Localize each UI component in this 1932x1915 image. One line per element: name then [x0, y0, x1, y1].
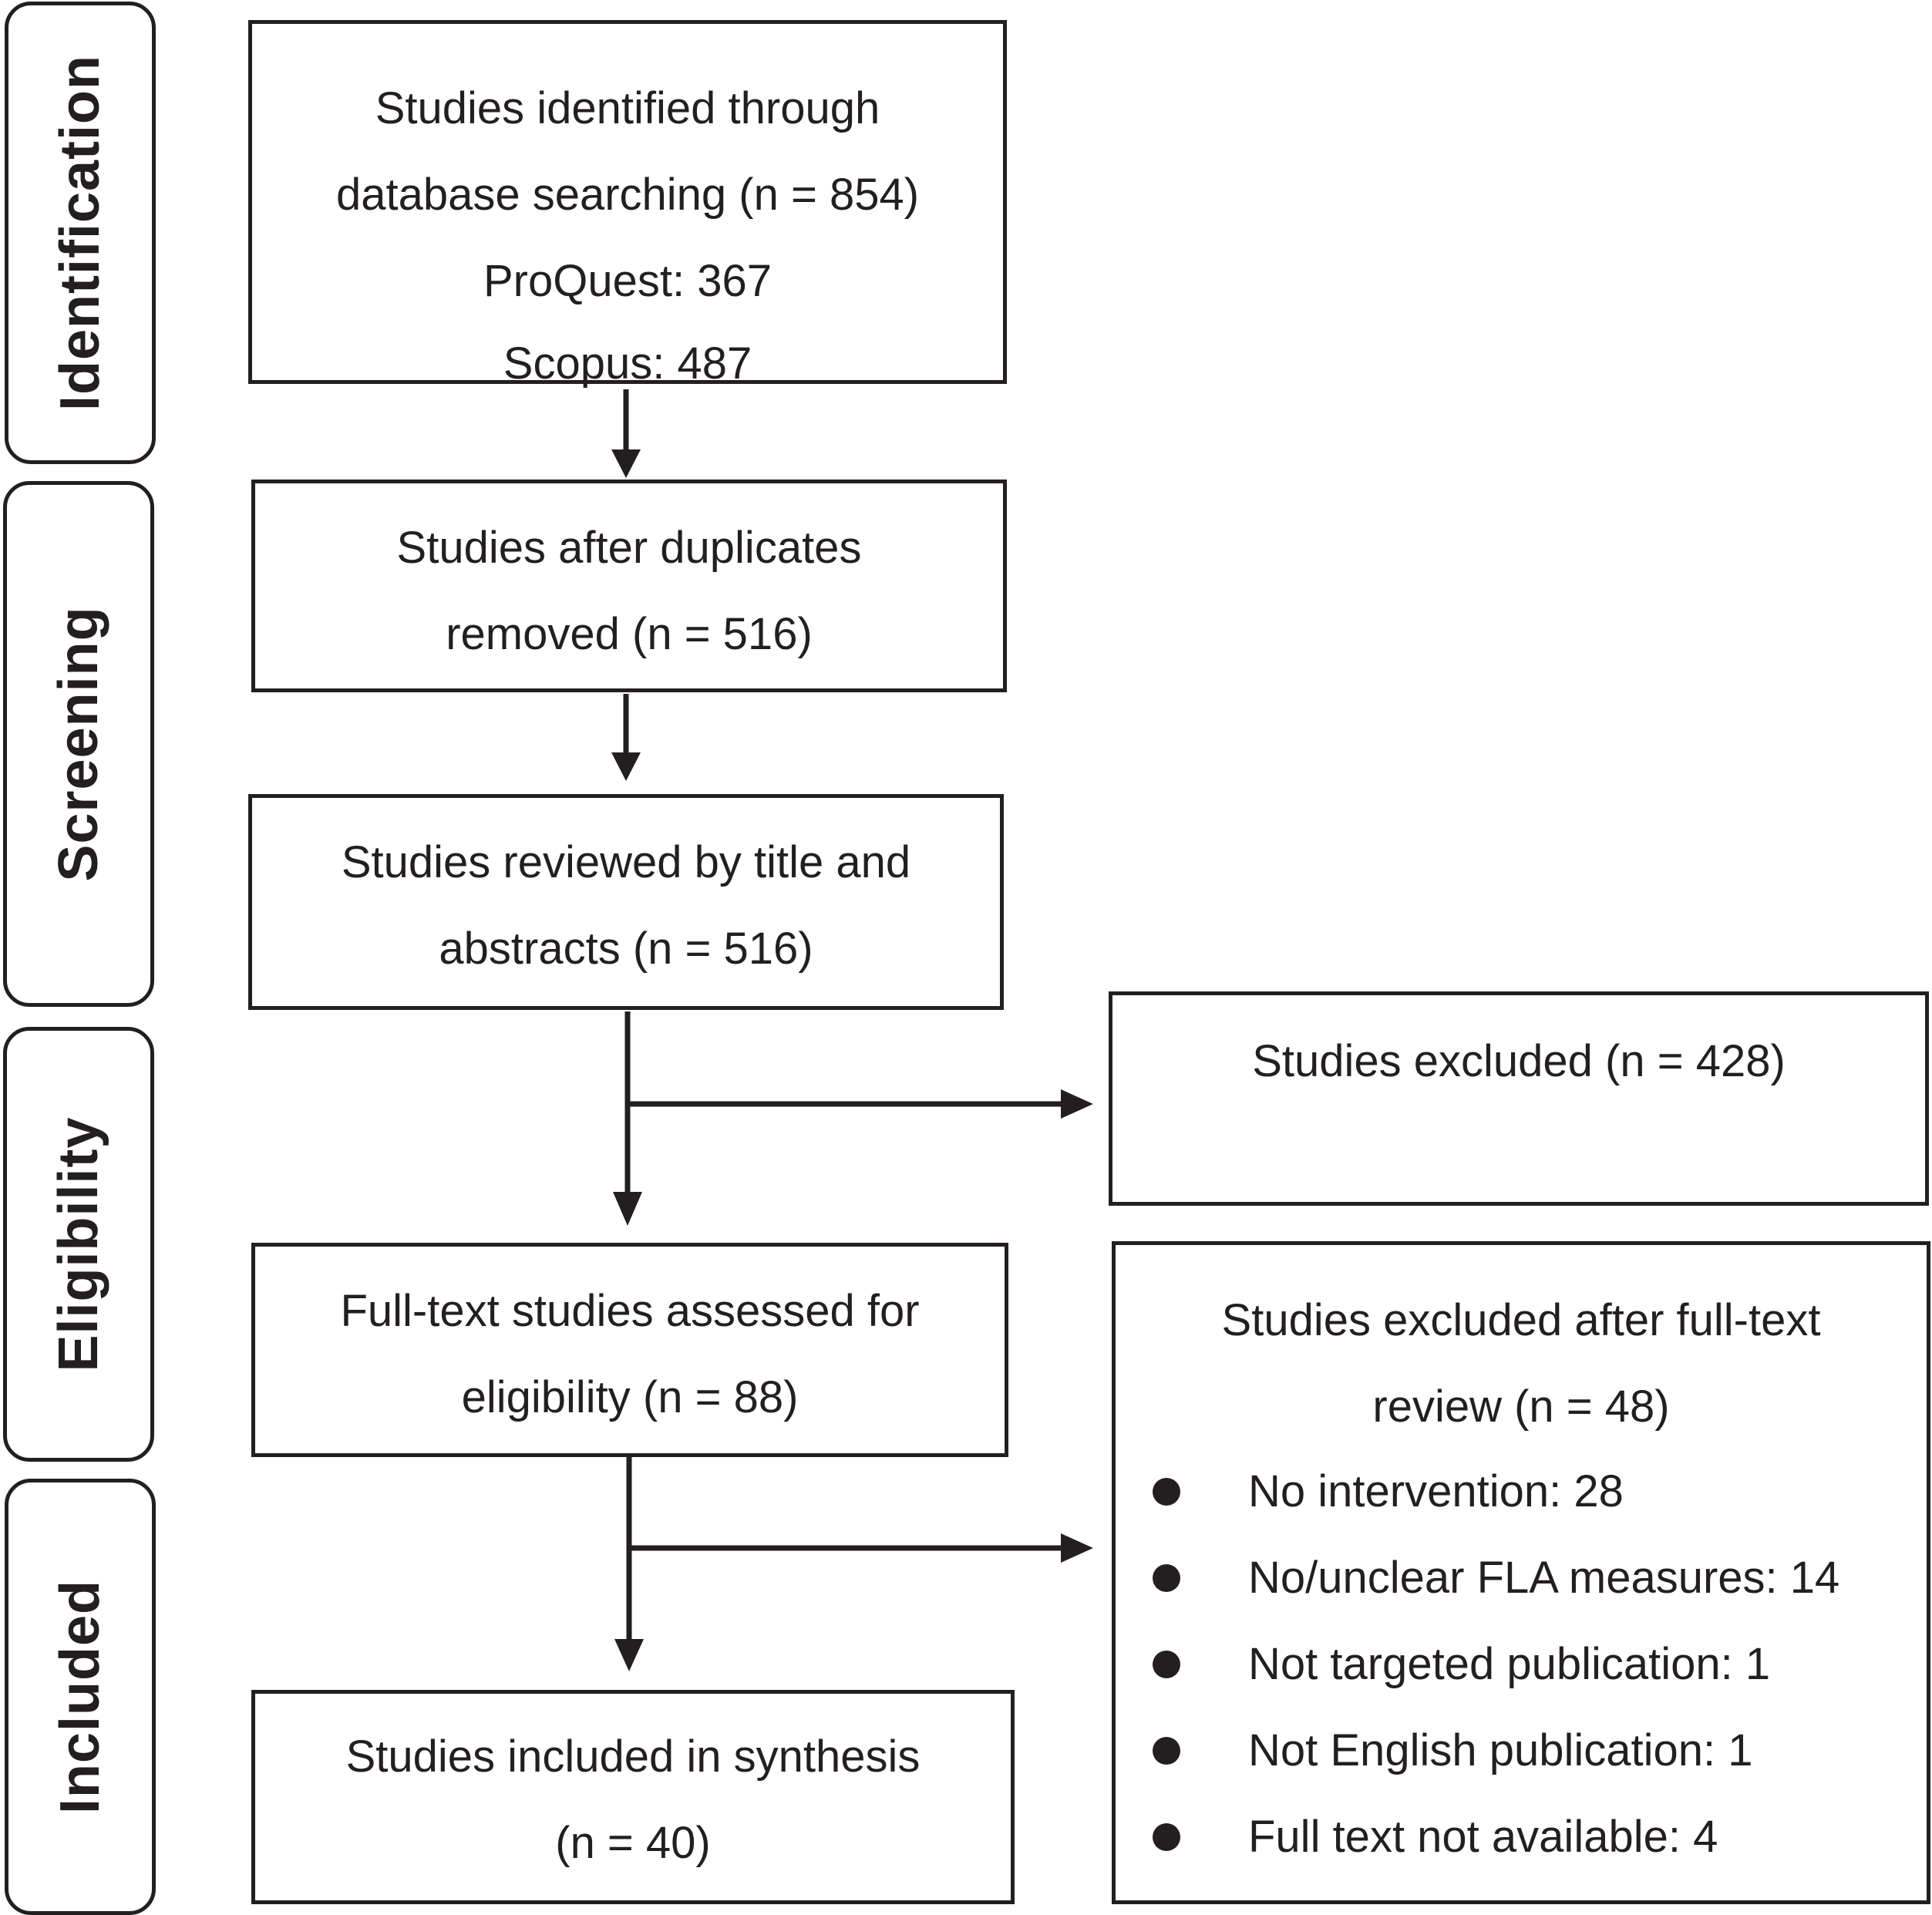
bullet-icon	[1153, 1737, 1180, 1765]
excluded-fulltext-line-2: review (n = 48)	[1372, 1382, 1670, 1432]
exclusion-reason: Not English publication: 1	[1116, 1708, 1927, 1794]
arrowhead-3	[613, 1192, 642, 1226]
box-after-duplicates: Studies after duplicates removed (n = 51…	[251, 480, 1007, 692]
reviewed-line-2: abstracts (n = 516)	[439, 924, 813, 974]
exclusion-reason-text: No intervention: 28	[1248, 1466, 1624, 1516]
phase-eligibility: Eligibility	[3, 1027, 154, 1462]
duplicates-line-1: Studies after duplicates	[396, 523, 862, 573]
included-line-1: Studies included in synthesis	[345, 1732, 921, 1782]
arrowhead-2	[611, 752, 641, 781]
arrowhead-5	[614, 1639, 644, 1671]
bullet-icon	[1153, 1564, 1180, 1592]
fulltext-line-1: Full-text studies assessed for	[340, 1286, 920, 1336]
phase-screening: Screening	[3, 481, 154, 1007]
duplicates-line-2: removed (n = 516)	[446, 609, 813, 659]
fulltext-line-2: eligibility (n = 88)	[461, 1372, 799, 1422]
exclusion-reason-text: No/unclear FLA measures: 14	[1248, 1553, 1840, 1603]
bullet-icon	[1153, 1651, 1180, 1678]
exclusion-reason: Not targeted publication: 1	[1116, 1621, 1927, 1708]
exclusion-reason: No intervention: 28	[1116, 1449, 1927, 1535]
bullet-icon	[1153, 1478, 1180, 1506]
excluded-line-1: Studies excluded (n = 428)	[1252, 1036, 1786, 1086]
arrowhead-6	[1061, 1533, 1093, 1563]
identified-line-2: database searching (n = 854)	[335, 170, 920, 220]
box-included-synthesis: Studies included in synthesis (n = 40)	[251, 1690, 1015, 1904]
exclusion-reason-text: Not targeted publication: 1	[1248, 1639, 1771, 1689]
reviewed-line-1: Studies reviewed by title and	[341, 837, 911, 887]
exclusion-reason-text: Not English publication: 1	[1248, 1725, 1753, 1775]
identified-line-4: Scopus: 487	[503, 338, 752, 389]
exclusion-reason: Full text not available: 4	[1116, 1794, 1927, 1880]
arrowhead-1	[611, 449, 641, 478]
arrowhead-4	[1061, 1089, 1093, 1119]
bullet-icon	[1153, 1823, 1180, 1851]
exclusion-reason: No/unclear FLA measures: 14	[1116, 1535, 1927, 1621]
included-line-2: (n = 40)	[555, 1818, 711, 1868]
box-studies-excluded: Studies excluded (n = 428)	[1109, 991, 1929, 1206]
excluded-fulltext-line-1: Studies excluded after full-text	[1221, 1295, 1821, 1345]
phase-identification: Identification	[5, 2, 156, 464]
identified-line-1: Studies identified through	[375, 83, 880, 133]
exclusion-reason-text: Full text not available: 4	[1248, 1812, 1718, 1862]
identified-line-3: ProQuest: 367	[483, 256, 772, 306]
box-fulltext-assessed: Full-text studies assessed for eligibili…	[251, 1243, 1008, 1457]
box-studies-identified: Studies identified through database sear…	[248, 20, 1007, 389]
box-reviewed-title-abstracts: Studies reviewed by title and abstracts …	[248, 794, 1004, 1010]
phase-included: Included	[5, 1479, 156, 1915]
box-excluded-after-fulltext: Studies excluded after full-text review …	[1112, 1241, 1930, 1904]
